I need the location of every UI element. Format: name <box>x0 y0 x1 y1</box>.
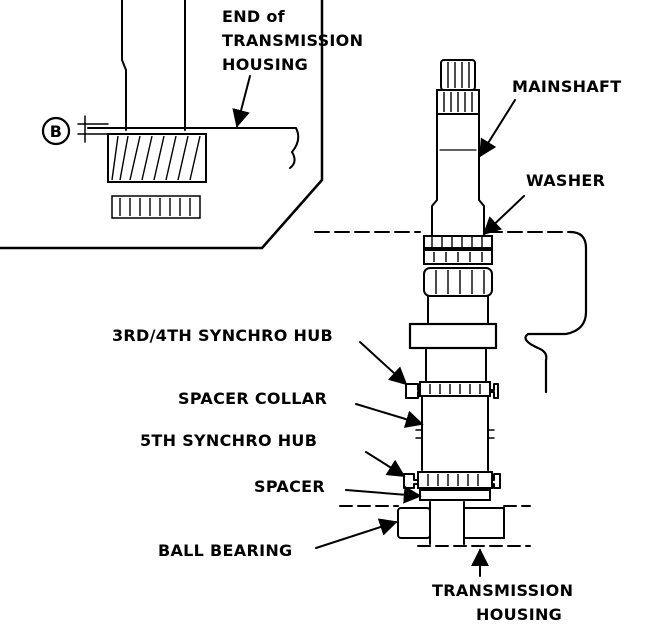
synchro-hub-34 <box>405 381 499 399</box>
inset-detail: B END of TRANSMISSION HOUSING <box>0 0 363 250</box>
inset-shaft-left <box>121 0 127 131</box>
transmission-housing-line2: HOUSING <box>476 605 562 624</box>
end-of-housing-line3: HOUSING <box>222 55 308 74</box>
mainshaft-label: MAINSHAFT <box>512 77 622 96</box>
housing-outline <box>524 230 588 394</box>
ball-bearing-arrow <box>315 518 398 549</box>
ball-bearing <box>397 501 505 545</box>
dimension-b-circle <box>41 116 71 146</box>
synchro-hub-5 <box>403 471 501 489</box>
transmission-housing-line1: TRANSMISSION <box>432 581 573 600</box>
inset-lower-ring <box>111 195 201 219</box>
washer <box>423 235 493 249</box>
synchro-34-label: 3RD/4TH SYNCHRO HUB <box>112 326 333 345</box>
spacer-collar-label: SPACER COLLAR <box>178 389 327 408</box>
end-of-housing-line1: END of <box>222 7 286 26</box>
main-assembly: MAINSHAFT WASHER 3RD/4TH SYNCHRO HUB SPA… <box>112 59 622 624</box>
mainshaft-spline <box>436 59 480 115</box>
spacer-arrow <box>345 485 422 504</box>
synchro-5-label: 5TH SYNCHRO HUB <box>140 431 317 450</box>
end-of-housing-line2: TRANSMISSION <box>222 31 363 50</box>
mainshaft-arrow <box>479 99 516 158</box>
spacer-collar-arrow <box>355 403 424 428</box>
inset-frame <box>0 0 324 250</box>
synchro-34-arrow <box>359 341 408 386</box>
spacer-label: SPACER <box>254 477 325 496</box>
large-gear <box>408 322 498 350</box>
upper-bearing <box>423 249 493 297</box>
washer-label: WASHER <box>526 171 605 190</box>
washer-arrow <box>482 195 525 236</box>
spacer-collar <box>421 395 489 471</box>
ball-bearing-label: BALL BEARING <box>158 541 292 560</box>
end-of-housing-arrow <box>232 75 251 128</box>
inset-housing-edge <box>87 127 300 169</box>
inset-gear <box>107 133 207 183</box>
spacer-ring <box>419 489 491 501</box>
synchro-5-arrow <box>365 451 406 477</box>
mainshaft-body <box>431 113 485 237</box>
dimension-b-label: B <box>50 122 63 141</box>
